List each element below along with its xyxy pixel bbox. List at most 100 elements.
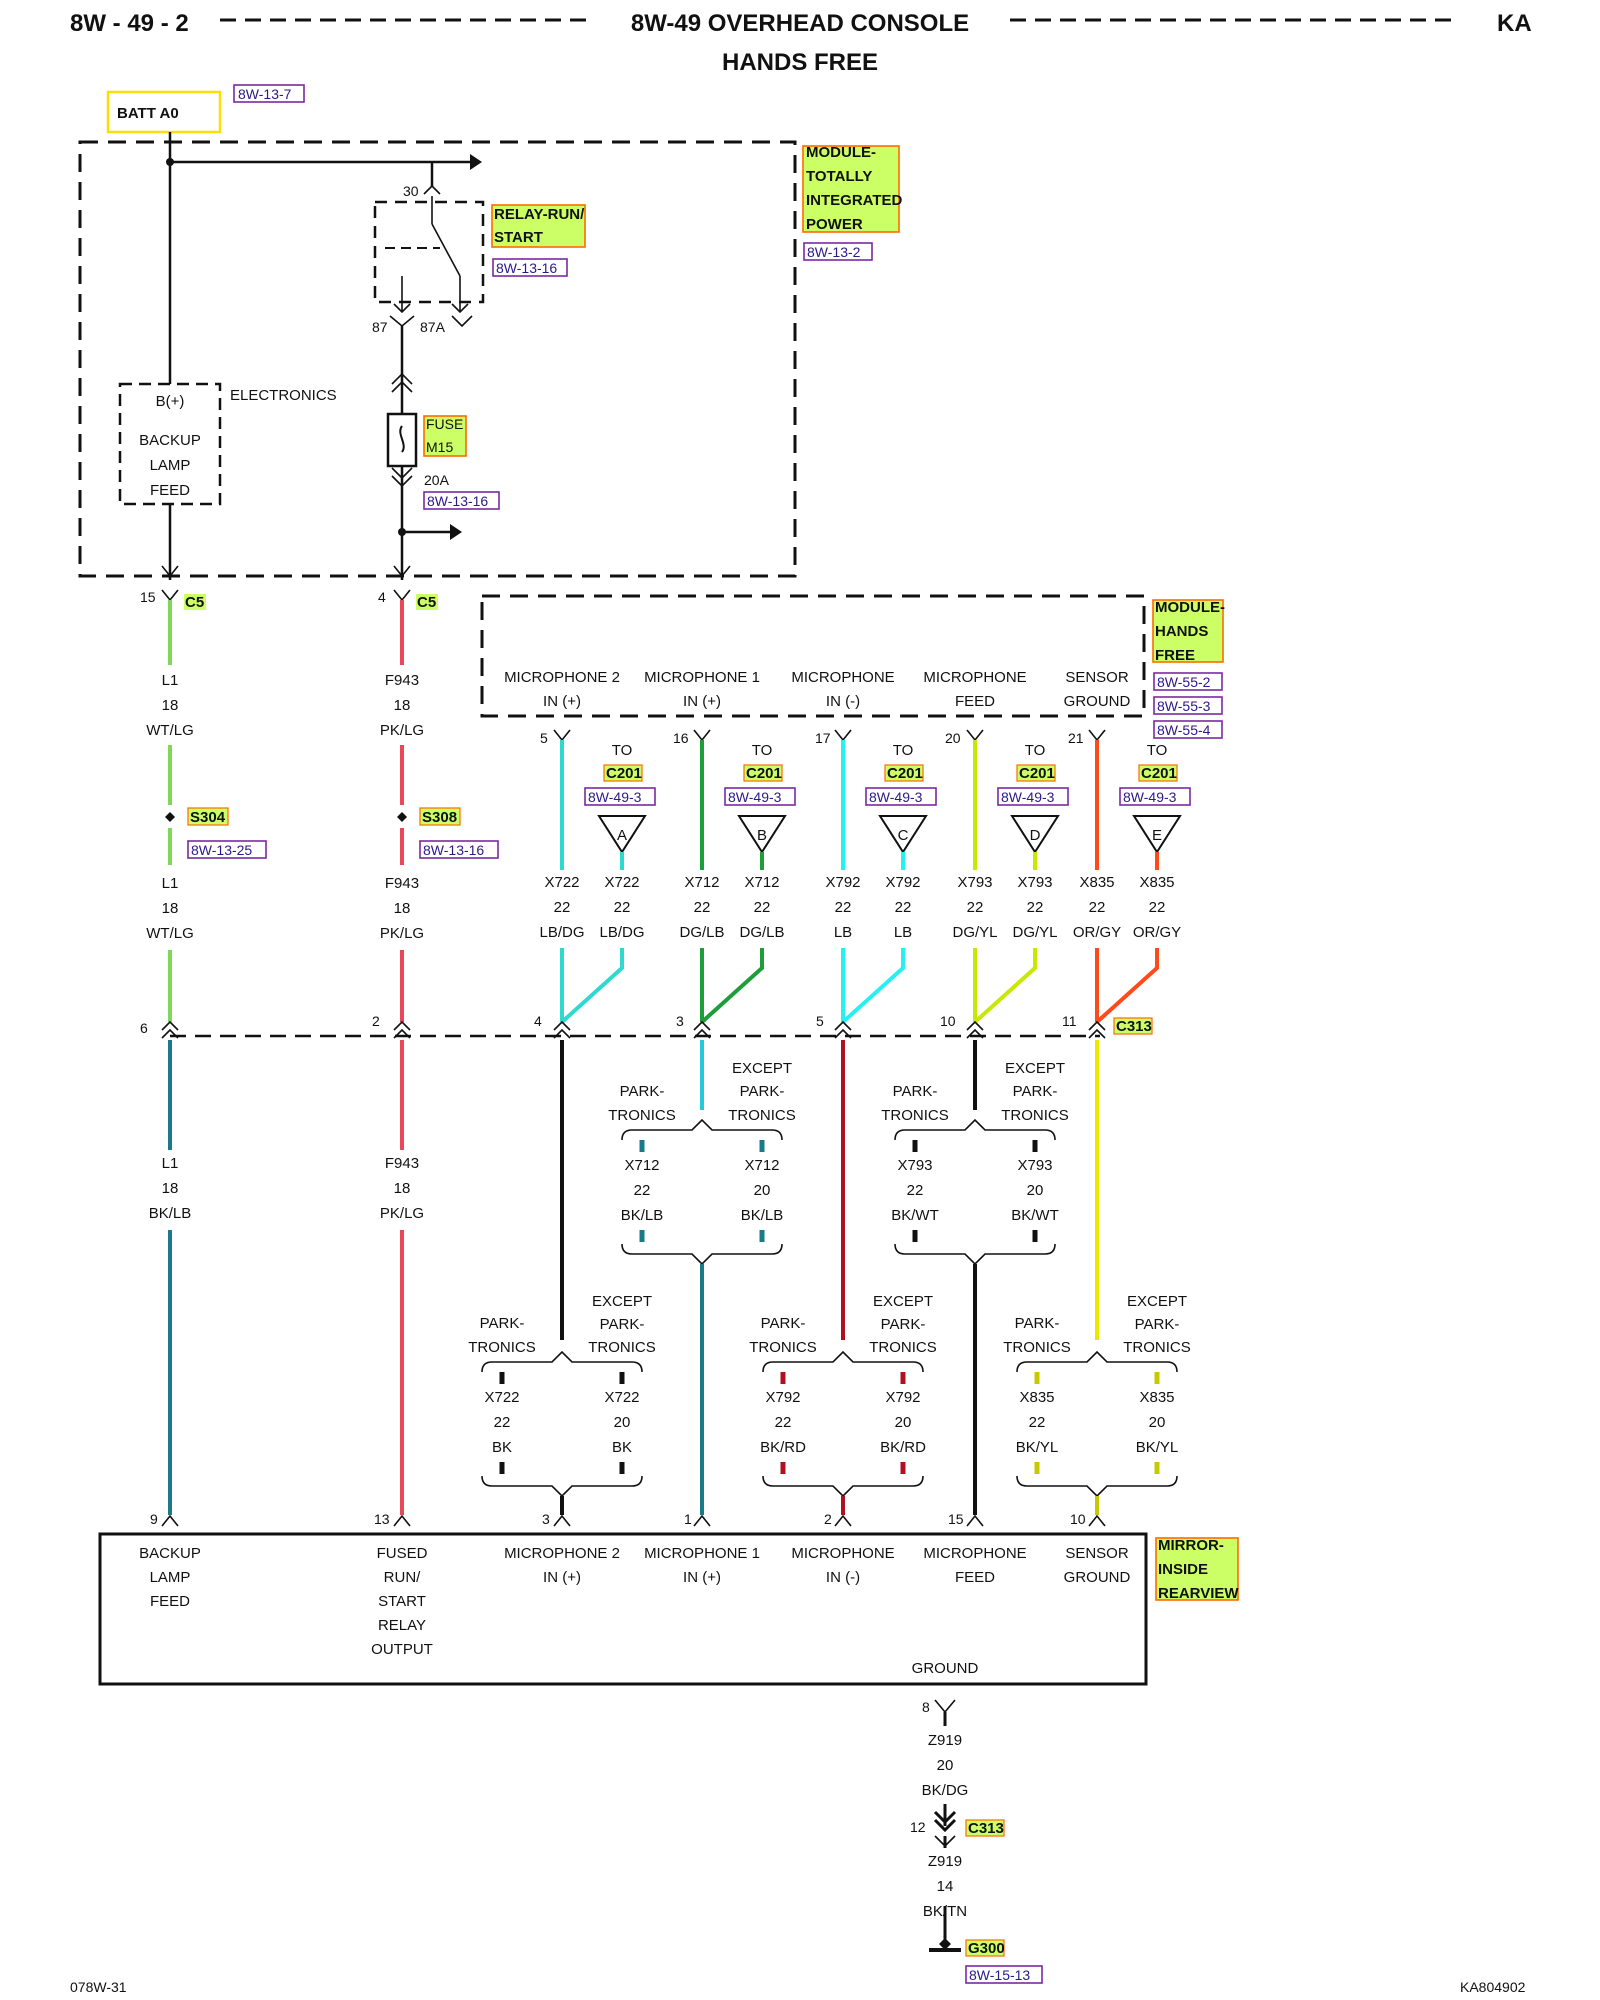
c313-mark-6a: [966, 1020, 984, 1031]
l1-mid-gauge: 18: [162, 900, 179, 917]
s304-label: S304: [190, 809, 226, 826]
x712-opt-b-gauge: 20: [754, 1182, 771, 1199]
x712-lower: PARK- TRONICS EXCEPT PARK- TRONICS X712 …: [608, 1040, 796, 1515]
tipm-label-3: INTEGRATED: [806, 192, 903, 209]
relay-pin-30: 30: [403, 183, 419, 199]
relay-87a-arrow: [451, 303, 469, 314]
g300-ref-box: [965, 1965, 1043, 1984]
x792-opt-b-circuit: X792: [885, 1389, 920, 1406]
x793-park-2: TRONICS: [881, 1107, 949, 1124]
x835-option-bracket-top: [1016, 1350, 1178, 1373]
mirror-sensor-2: GROUND: [1064, 1569, 1131, 1586]
tipm-ref: 8W-13-2: [807, 244, 861, 260]
micfeed-branch-join: [973, 948, 1037, 1024]
c201-c-to: TO: [893, 742, 914, 759]
x835-opt-a-gauge: 22: [1029, 1414, 1046, 1431]
backup-feed-line-4: FEED: [150, 482, 190, 499]
x722-option-bracket-top: [481, 1350, 643, 1373]
mic-wire-10-gauge: 22: [1149, 899, 1166, 916]
f943-bottom-color: PK/LG: [380, 1205, 424, 1222]
hf-pin-num-17: 17: [815, 730, 831, 746]
c5-pin-15-mark: [161, 589, 179, 602]
c201-c-ref-box: [865, 787, 937, 806]
x792-opt-a-gauge: 22: [775, 1414, 792, 1431]
f943-bottom-gauge: 18: [394, 1180, 411, 1197]
c313-connector: 6 2 4 3 5 10 11 C313: [140, 1013, 1153, 1039]
hf-pin-2-line1: MICROPHONE 1: [644, 669, 760, 686]
c201-c-conn: C201: [887, 765, 923, 782]
mic-wire-6-gauge: 22: [895, 899, 912, 916]
c313-pin-6: 6: [140, 1020, 148, 1036]
mic1-branch-join: [700, 948, 764, 1024]
c313-mark-2a: [393, 1020, 411, 1031]
c313-ground-pin: 12: [910, 1819, 926, 1835]
c201-c-letter: C: [898, 827, 909, 844]
c201-d-letter: D: [1030, 827, 1041, 844]
hf-pin-num-21: 21: [1068, 730, 1084, 746]
hands-free-label-2: HANDS: [1155, 623, 1208, 640]
x835-opt-b-color: BK/YL: [1136, 1439, 1179, 1456]
feed-out-arrow: [161, 565, 179, 578]
hf-pin-1-line1: MICROPHONE 2: [504, 669, 620, 686]
x722-park-1: PARK-: [480, 1315, 525, 1332]
hf-ref-1: 8W-55-2: [1157, 674, 1211, 690]
fuse-ref: 8W-13-16: [427, 493, 488, 509]
x793-opt-a-color: BK/WT: [891, 1207, 939, 1224]
x793-option-bracket-top: [894, 1118, 1056, 1141]
mirror-feed-1: BACKUP: [139, 1545, 201, 1562]
x722-opt-a-circuit: X722: [484, 1389, 519, 1406]
backup-feed-line-3: LAMP: [150, 457, 191, 474]
sensor-branch-join: [1095, 948, 1159, 1024]
c201-b-ref: 8W-49-3: [728, 789, 782, 805]
hf-pin-num-5: 5: [540, 730, 548, 746]
hf-pin-num-16: 16: [673, 730, 689, 746]
s308-node: [397, 812, 407, 822]
mirror-pin-10: 10: [1070, 1511, 1086, 1527]
c201-d-ref: 8W-49-3: [1001, 789, 1055, 805]
mirror-ground-pin: 8: [922, 1699, 930, 1715]
c313-mark-5b: [834, 1028, 852, 1039]
electronics-label: ELECTRONICS: [230, 387, 337, 404]
fuse-ref-box: [423, 491, 500, 510]
c201-d-conn: C201: [1019, 765, 1055, 782]
c201-e-conn: C201: [1141, 765, 1177, 782]
f943-lower-column: F943 18 PK/LG: [380, 1040, 424, 1515]
mirror-micfeed-2: FEED: [955, 1569, 995, 1586]
tipm-label-4: POWER: [806, 216, 863, 233]
fuse-output-arrowhead: [450, 524, 462, 540]
c5-left-label: C5: [185, 594, 204, 611]
hf-pin-3-line1: MICROPHONE: [791, 669, 894, 686]
c5-pin-15: 15: [140, 589, 156, 605]
mirror-pin-13: 13: [374, 1511, 390, 1527]
hands-free-outline: [480, 594, 1146, 718]
mirror-label-2: INSIDE: [1158, 1561, 1208, 1578]
x835-opt-a-color: BK/YL: [1016, 1439, 1059, 1456]
footer: 078W-31 KA804902: [70, 1979, 1526, 1995]
ground-upper-circuit: Z919: [928, 1732, 962, 1749]
c313-ground-box: [965, 1819, 1005, 1837]
tipm-ref-box: [803, 242, 873, 261]
mirror-pin-15: 15: [948, 1511, 964, 1527]
c313-pin-4: 4: [534, 1013, 542, 1029]
f943-top-color: PK/LG: [380, 722, 424, 739]
c201-d-ref-box: [997, 787, 1069, 806]
c201-a-letter: A: [617, 827, 627, 844]
x793-opt-b-color: BK/WT: [1011, 1207, 1059, 1224]
l1-mid-color: WT/LG: [146, 925, 194, 942]
mic-harness: TO C201 8W-49-3 A X722 22 LB/DG X722 22 …: [539, 729, 1191, 1024]
hf-pin-num-20: 20: [945, 730, 961, 746]
fuse-in-chevron-1: [391, 372, 413, 385]
mirror-mic1-2: IN (+): [683, 1569, 721, 1586]
mic-wire-3-circuit: X712: [684, 874, 719, 891]
x712-park-2: TRONICS: [608, 1107, 676, 1124]
s304-node: [165, 812, 175, 822]
g300-label: G300: [968, 1940, 1005, 1957]
x835-park-2: TRONICS: [1003, 1339, 1071, 1356]
hf-pin-4-line2: FEED: [955, 693, 995, 710]
mirror-pin-3-mark: [553, 1514, 571, 1527]
f943-top-gauge: 18: [394, 697, 411, 714]
l1-top-gauge: 18: [162, 697, 179, 714]
backup-feed-line-2: BACKUP: [139, 432, 201, 449]
f943-mid-circuit: F943: [385, 875, 419, 892]
